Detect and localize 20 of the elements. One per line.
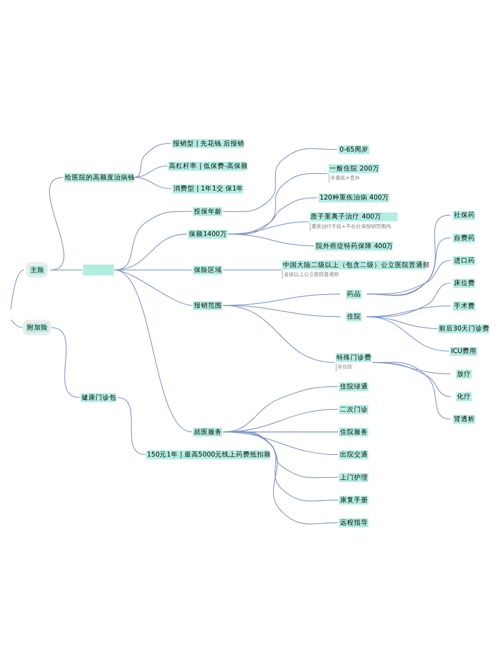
connector bbox=[222, 431, 338, 524]
connector bbox=[222, 148, 338, 212]
node-box bbox=[82, 264, 114, 276]
connector bbox=[133, 143, 172, 178]
connector bbox=[114, 270, 192, 432]
connector bbox=[114, 270, 192, 306]
connector bbox=[366, 316, 450, 352]
connector bbox=[114, 211, 192, 270]
connector bbox=[133, 177, 172, 190]
connector bbox=[372, 362, 451, 420]
connector bbox=[366, 260, 451, 294]
connector bbox=[366, 214, 451, 296]
connector bbox=[10, 270, 24, 310]
connector bbox=[49, 177, 64, 270]
connector bbox=[366, 237, 451, 296]
connector bbox=[10, 319, 23, 328]
connector bbox=[116, 397, 146, 455]
connector bbox=[222, 305, 336, 363]
connector bbox=[51, 327, 80, 398]
connector bbox=[228, 234, 314, 246]
